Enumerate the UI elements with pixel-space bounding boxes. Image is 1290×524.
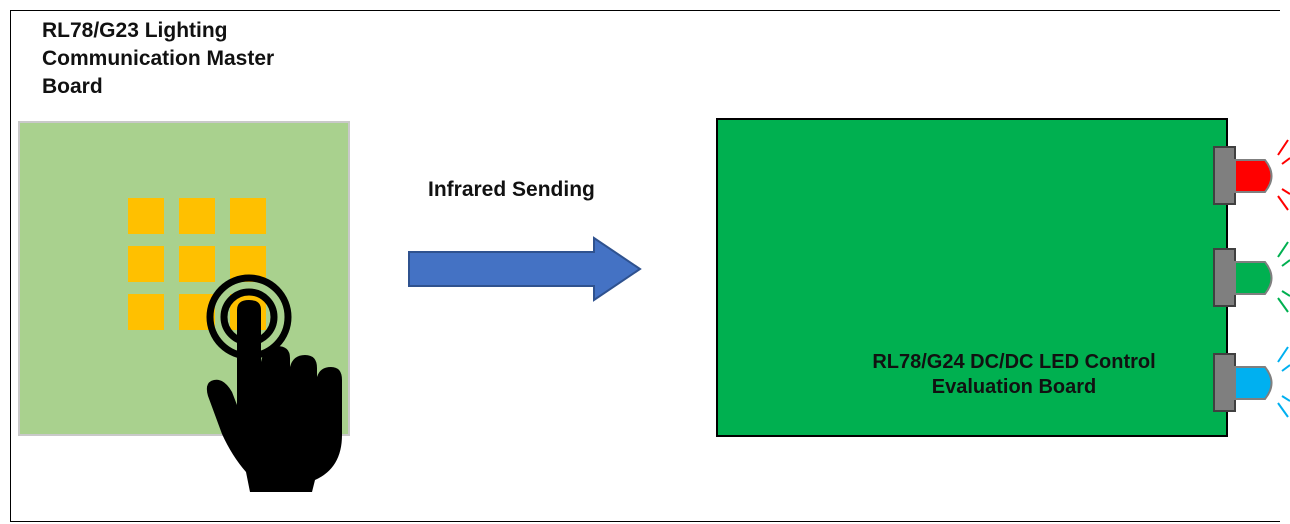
led-green-icon <box>1213 241 1290 313</box>
master-board-title-line1: RL78/G23 Lighting <box>42 19 228 42</box>
keypad-key <box>128 246 164 282</box>
diagram-frame <box>10 10 1280 522</box>
keypad-key <box>179 246 215 282</box>
led-board-title-line1: RL78/G24 DC/DC LED Control <box>872 351 1156 373</box>
keypad <box>128 198 266 330</box>
master-board-title-line2: Communication Master <box>42 47 275 70</box>
keypad-key <box>179 198 215 234</box>
master-board-title-line3: Board <box>42 75 103 98</box>
keypad-key <box>128 198 164 234</box>
keypad-key <box>128 294 164 330</box>
led-board-title: RL78/G24 DC/DC LED Control Evaluation Bo… <box>812 350 1216 400</box>
infrared-arrow <box>408 236 642 302</box>
led-blue-icon <box>1213 346 1290 418</box>
master-board-title: RL78/G23 Lighting Communication Master B… <box>42 17 372 101</box>
touch-hand-icon <box>206 274 342 492</box>
keypad-key <box>230 198 266 234</box>
infrared-sending-label: Infrared Sending <box>428 178 595 201</box>
led-board-title-line2: Evaluation Board <box>931 376 1097 398</box>
led-red-icon <box>1213 139 1290 211</box>
